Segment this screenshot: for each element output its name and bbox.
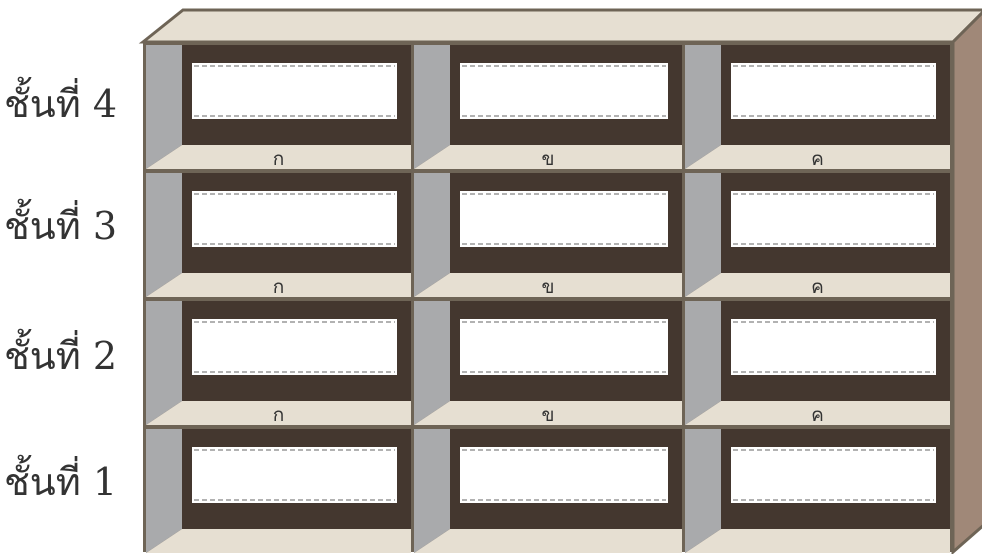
compartment-shelf-3-col-1: ก <box>146 173 411 298</box>
compartment-label: ค <box>811 404 824 426</box>
label-card <box>192 63 397 119</box>
label-card <box>731 63 936 119</box>
compartment-shelf-4-col-3: ค <box>685 45 950 170</box>
label-card <box>731 191 936 247</box>
label-card <box>731 319 936 375</box>
compartment-label: ก <box>273 404 285 426</box>
compartment-shelf-3-col-2: ข <box>414 173 682 298</box>
compartment-label: ข <box>542 404 555 426</box>
label-card <box>460 63 668 119</box>
cabinet-right-side <box>953 10 982 552</box>
compartment-shelf-1-col-2 <box>414 429 682 553</box>
cabinet-top-face <box>143 10 982 42</box>
compartment-shelf-3-col-3: ค <box>685 173 950 298</box>
compartment-shelf-2-col-2: ข <box>414 301 682 426</box>
compartment-shelf-1-col-1 <box>146 429 411 553</box>
compartment-shelf-4-col-1: ก <box>146 45 411 170</box>
label-card <box>731 447 936 503</box>
label-card <box>460 447 668 503</box>
compartment-floor <box>146 529 411 553</box>
label-card <box>460 319 668 375</box>
compartment-shelf-1-col-3 <box>685 429 950 553</box>
compartment-floor <box>414 529 682 553</box>
compartment-label: ข <box>542 276 555 298</box>
compartment-shelf-2-col-3: ค <box>685 301 950 426</box>
compartment-label: ก <box>273 148 285 170</box>
compartment-shelf-4-col-2: ข <box>414 45 682 170</box>
compartment-label: ก <box>273 276 285 298</box>
compartment-shelf-2-col-1: ก <box>146 301 411 426</box>
label-card <box>192 447 397 503</box>
label-card <box>192 319 397 375</box>
compartment-floor <box>685 529 950 553</box>
label-card <box>192 191 397 247</box>
compartment-label: ข <box>542 148 555 170</box>
label-card <box>460 191 668 247</box>
compartment-label: ค <box>811 276 824 298</box>
compartment-label: ค <box>811 148 824 170</box>
